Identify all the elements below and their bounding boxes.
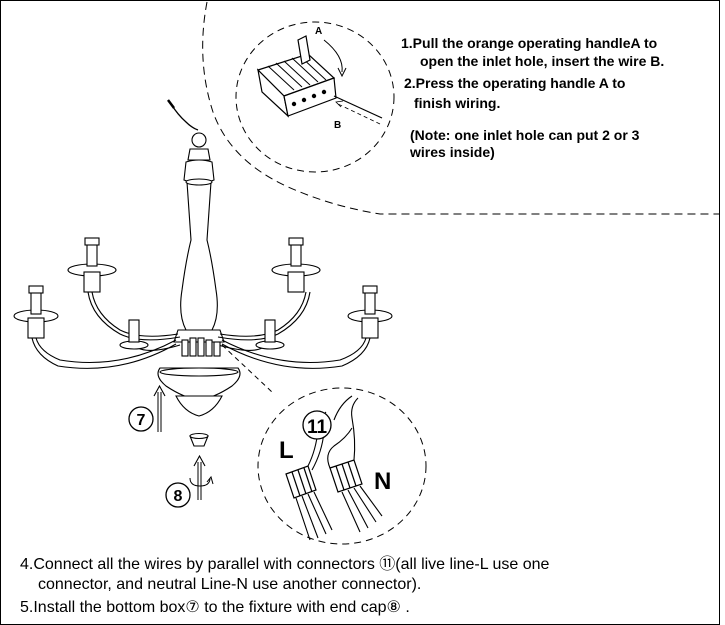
top-cap: [187, 148, 211, 161]
label-live: L: [279, 437, 294, 464]
step1-line1: 1.Pull the orange operating handleA to: [401, 35, 658, 51]
wire-detail-circle: [257, 387, 427, 545]
chandelier-drawing: [13, 99, 393, 447]
candle-cup-right-outer: [347, 285, 393, 339]
step2-line1: 2.Press the operating handle A to: [404, 75, 626, 91]
candle-cup-right-back: [255, 319, 285, 350]
wire-connection-detail: 11 L N: [257, 387, 427, 545]
note-line2: wires inside): [410, 144, 495, 160]
center-column: [180, 181, 218, 331]
end-cap-callout: 8: [165, 454, 214, 508]
candle-cup-left-back: [119, 319, 149, 350]
inset-dashed-boundary: [202, 1, 720, 215]
handle-rotate-arrow: [323, 39, 343, 73]
connector-detail: A B: [235, 21, 395, 173]
label-neutral: N: [374, 468, 391, 495]
step2-line2: finish wiring.: [414, 95, 501, 111]
rotate-arrow-icon: [189, 477, 211, 487]
up-arrow-icon: [193, 454, 206, 467]
wire-bundle: [181, 337, 221, 357]
label-a: A: [315, 26, 322, 37]
bottom-box-number: 7: [137, 412, 146, 429]
hanging-ring: [191, 132, 207, 148]
bottom-box-callout: 7: [128, 384, 166, 432]
lever-connector-icon: [256, 35, 337, 118]
up-arrow-icon: [153, 384, 166, 397]
note-line1: (Note: one inlet hole can put 2 or 3: [410, 127, 640, 143]
step1-line2: open the inlet hole, insert the wire B.: [420, 53, 665, 69]
step4-line2: connector, and neutral Line-N use anothe…: [38, 576, 422, 593]
insert-direction-arrow: [337, 103, 381, 125]
candle-cup-left-outer: [13, 285, 59, 339]
supply-cable: [170, 103, 199, 131]
wire-b: [333, 95, 383, 119]
detail-pointer-line: [221, 344, 273, 393]
connector-number: 11: [307, 417, 328, 438]
step4-line1: 4.Connect all the wires by parallel with…: [20, 556, 550, 573]
end-cap-number: 8: [174, 488, 183, 505]
connector-detail-circle: [235, 21, 395, 173]
live-connector: [285, 465, 317, 499]
connector-number-circle: [302, 410, 332, 440]
candle-cup-left-upper: [67, 237, 117, 293]
candle-cup-right-upper: [271, 237, 321, 293]
label-b: B: [334, 120, 341, 131]
step5: 5.Install the bottom box⑦ to the fixture…: [20, 599, 410, 616]
